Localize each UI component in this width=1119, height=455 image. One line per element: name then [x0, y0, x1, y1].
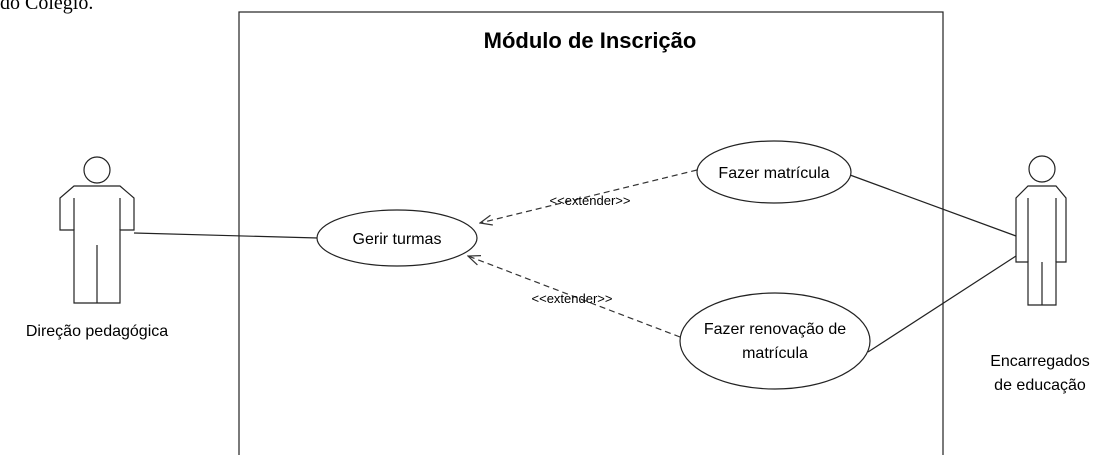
actor-label-line-2: de educação [994, 377, 1086, 394]
system-boundary: Módulo de Inscrição [238, 11, 944, 455]
association-direcao-gerir [133, 232, 319, 239]
extend-label-matricula: <<extender>> [550, 193, 631, 208]
use-case-gerir-turmas[interactable]: Gerir turmas [316, 209, 478, 267]
association-encarregados-matricula [849, 174, 1017, 237]
use-case-label: Gerir turmas [353, 231, 442, 248]
use-case-fazer-renovacao[interactable]: Fazer renovação de matrícula [679, 292, 871, 390]
prefix-text: do Colégio. [0, 0, 94, 14]
extend-label-renovacao: <<extender>> [532, 291, 613, 306]
use-case-label-line-2: matrícula [742, 345, 808, 362]
actor-label: Direção pedagógica [26, 323, 168, 340]
actor-icon [59, 156, 135, 304]
use-case-label-line-1: Fazer renovação de [704, 321, 846, 338]
extend-arrow-renovacao [468, 256, 681, 338]
clipped-page-text: do Colégio. [0, 0, 110, 24]
actor-icon [1015, 155, 1067, 306]
system-title: Módulo de Inscrição [484, 28, 697, 53]
actor-direcao-pedagogica[interactable]: Direção pedagógica [26, 156, 168, 340]
extend-arrow-matricula [480, 169, 698, 223]
use-case-label: Fazer matrícula [718, 165, 829, 182]
association-encarregados-renovacao [867, 255, 1017, 353]
actor-label-line-1: Encarregados [990, 353, 1090, 370]
actor-encarregados-de-educacao[interactable]: Encarregados de educação [990, 155, 1090, 394]
use-case-fazer-matricula[interactable]: Fazer matrícula [696, 140, 852, 204]
